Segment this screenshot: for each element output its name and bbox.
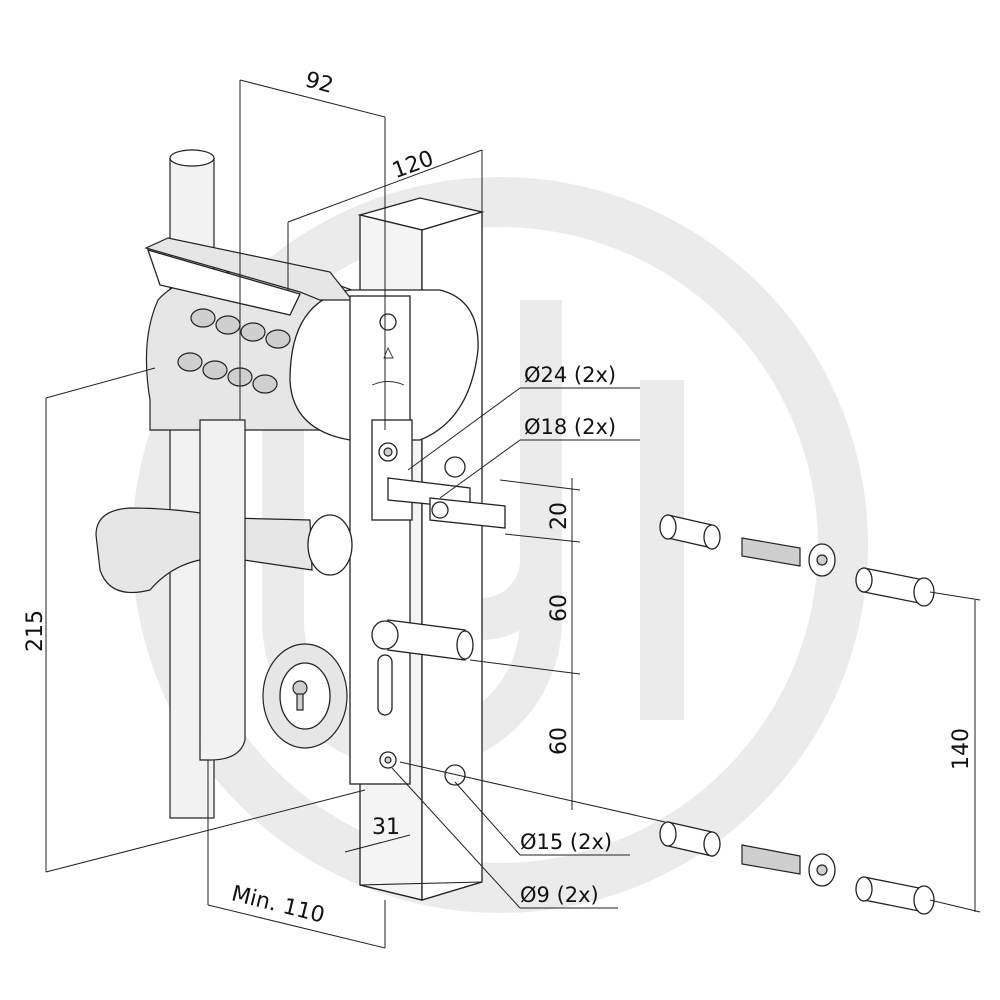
dimension-lines [45,79,981,949]
key-cylinder [262,643,348,749]
spindle-and-bolts [371,477,506,661]
dim-215-label: 215 [23,610,48,652]
dim-140-label: 140 [949,728,974,770]
dim-92-label: 92 [302,68,336,99]
callout-hole-15: Ø15 (2x) [520,830,612,854]
callout-hole-18: Ø18 (2x) [524,415,616,439]
fixing-set-upper [659,514,935,607]
keypad-lock-body [144,237,479,785]
dim-31-label: 31 [372,815,400,840]
lever-handle [95,419,353,761]
callout-hole-9: Ø9 (2x) [520,883,599,907]
dim-60-upper-label: 60 [547,594,572,622]
callout-hole-24: Ø24 (2x) [524,363,616,387]
dim-120-label: 120 [389,146,437,184]
fixing-set-lower [659,821,935,915]
dim-60-lower-label: 60 [547,727,572,755]
dim-20-label: 20 [547,502,572,530]
